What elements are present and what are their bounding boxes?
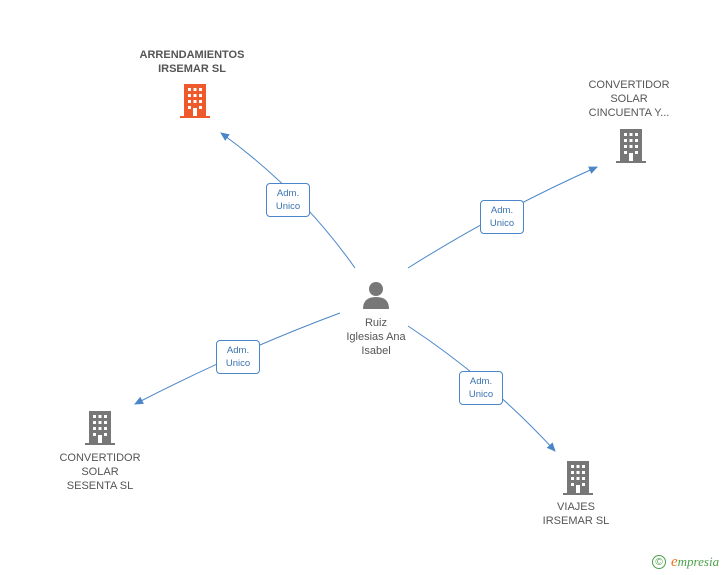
copyright-icon: © (652, 555, 666, 569)
building-icon[interactable] (562, 460, 594, 496)
building-icon[interactable] (84, 410, 116, 446)
relation-badge-viajes: Adm. Unico (459, 371, 503, 405)
brand-initial: e (671, 554, 678, 570)
brand-logo: empresia (671, 554, 719, 571)
building-icon[interactable] (179, 83, 211, 119)
relation-badge-conv-cincuenta: Adm. Unico (480, 200, 524, 234)
company-label-viajes[interactable]: VIAJES IRSEMAR SL (542, 501, 610, 527)
building-icon[interactable] (615, 128, 647, 164)
relation-badge-conv-sesenta: Adm. Unico (216, 340, 260, 374)
footer-brand: © empresia (652, 554, 724, 571)
company-label-conv-sesenta[interactable]: CONVERTIDOR SOLAR SESENTA SL (59, 452, 141, 492)
company-label-arrendamientos[interactable]: ARRENDAMIENTOS IRSEMAR SL (139, 49, 245, 75)
company-label-conv-cincuenta[interactable]: CONVERTIDOR SOLAR CINCUENTA Y... (588, 79, 670, 119)
person-icon[interactable] (361, 280, 391, 310)
relation-badge-arrendamientos: Adm. Unico (266, 183, 310, 217)
brand-rest: mpresia (677, 554, 720, 569)
person-label[interactable]: Ruiz Iglesias Ana Isabel (346, 317, 406, 357)
